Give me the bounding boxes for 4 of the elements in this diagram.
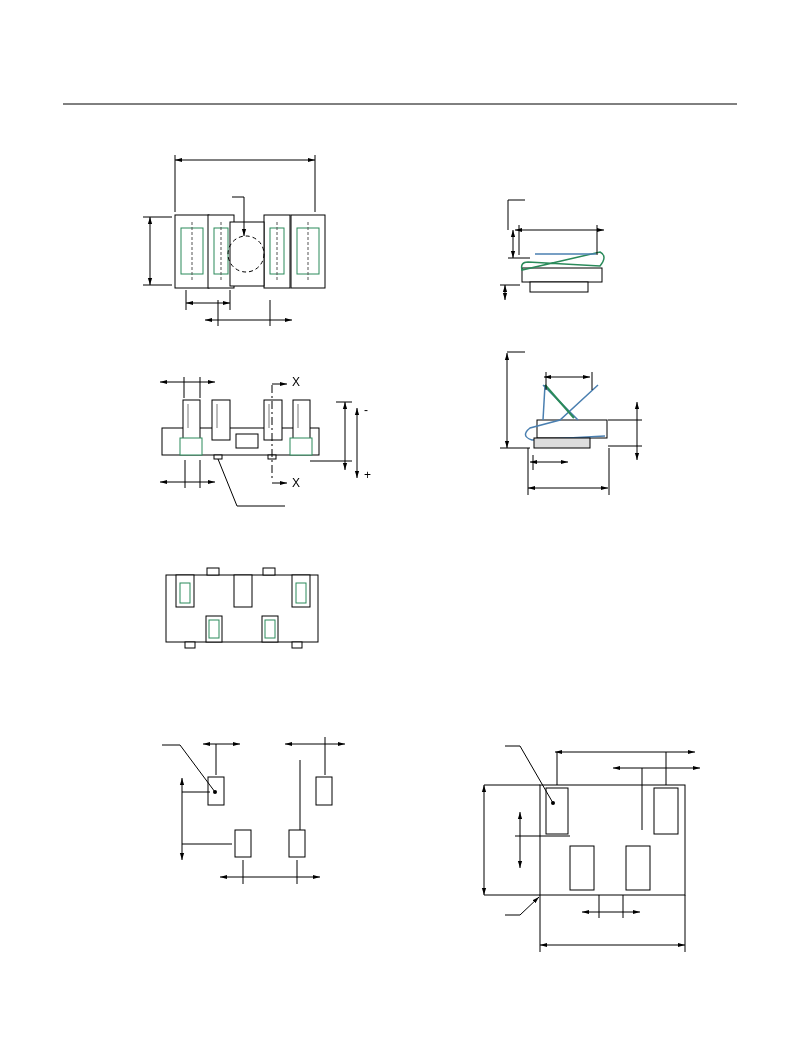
polarity-sign: - — [364, 404, 368, 416]
section-label: X — [292, 477, 300, 489]
polarity-sign: + — [364, 469, 371, 481]
section-label: X — [292, 376, 300, 388]
